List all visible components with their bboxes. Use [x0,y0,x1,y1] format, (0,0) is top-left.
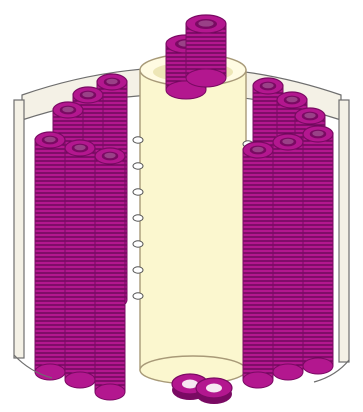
sheath-right-wall [339,100,349,362]
linker-11 [133,267,143,273]
linker-13 [133,293,143,299]
microtubule-front-5 [273,134,303,380]
linker-7 [133,215,143,221]
microtubule-front-2 [65,140,95,388]
hub-body [140,70,246,370]
central-hub [140,15,246,384]
microtubule-front-3 [95,148,125,400]
microtubule-front-6 [303,126,333,374]
xsection-lumen-2 [206,384,222,393]
linker-3 [133,163,143,169]
linker-1 [133,137,143,143]
sheath-left-wall [14,100,24,358]
microtubule-front-1 [35,132,65,380]
microtubule-center-2 [186,15,226,87]
linker-5 [133,189,143,195]
microtubule-front-4 [243,142,273,388]
linker-9 [133,241,143,247]
